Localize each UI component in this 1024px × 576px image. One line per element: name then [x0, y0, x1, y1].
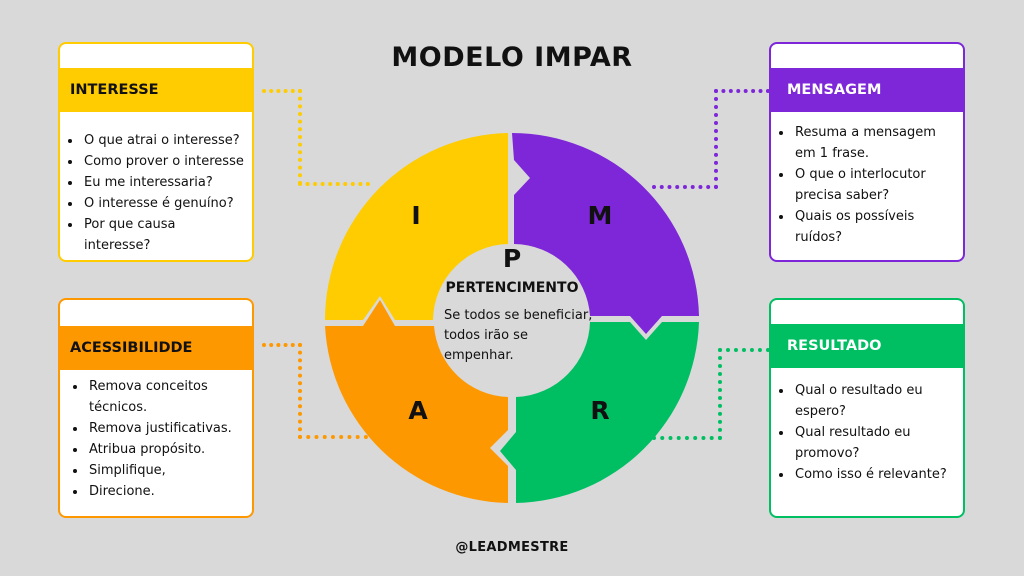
wheel-segment-acessibilidade	[325, 300, 508, 503]
card-mensagem-title: MENSAGEM	[771, 68, 963, 112]
list-item: Qual resultado eu promovo?	[793, 422, 955, 464]
connector-interesse-2	[298, 182, 370, 186]
letter-m: M	[587, 201, 613, 230]
center-title: PERTENCIMENTO	[445, 280, 579, 296]
card-mensagem: MENSAGEM Resuma a mensagem em 1 frase.O …	[769, 42, 965, 262]
card-resultado-list: Qual o resultado eu espero?Qual resultad…	[771, 380, 963, 485]
page-title: MODELO IMPAR	[391, 42, 633, 73]
card-acessibilidade-list: Remova conceitos técnicos.Remova justifi…	[60, 376, 252, 502]
card-interesse-list: O que atrai o interesse?Como prover o in…	[60, 130, 252, 256]
center-text: Se todos se beneficiar, todos irão se em…	[444, 308, 593, 363]
list-item: Quais os possíveis ruídos?	[793, 206, 955, 248]
wheel-center	[438, 246, 586, 394]
list-item: Qual o resultado eu espero?	[793, 380, 955, 422]
letter-i: I	[411, 201, 421, 230]
connector-acessibilidade	[262, 343, 302, 439]
card-interesse-title: INTERESSE	[60, 68, 252, 112]
list-item: Direcione.	[87, 481, 244, 502]
list-item: Atribua propósito.	[87, 439, 244, 460]
list-item: Remova conceitos técnicos.	[87, 376, 244, 418]
card-acessibilidade: ACESSIBILIDDE Remova conceitos técnicos.…	[58, 298, 254, 518]
connector-acessibilidade-2	[298, 435, 368, 439]
connector-resultado-2	[652, 436, 722, 440]
wheel-segment-resultado	[500, 322, 699, 503]
list-item: O interesse é genuíno?	[82, 193, 244, 214]
card-acessibilidade-title: ACESSIBILIDDE	[60, 326, 252, 370]
letter-a: A	[408, 396, 428, 425]
letter-r: R	[590, 396, 610, 425]
list-item: Como isso é relevante?	[793, 464, 955, 485]
list-item: Por que causa interesse?	[82, 214, 244, 256]
wheel-segment-interesse	[325, 133, 508, 320]
card-interesse: INTERESSE O que atrai o interesse?Como p…	[58, 42, 254, 262]
list-item: Remova justificativas.	[87, 418, 244, 439]
card-resultado-title: RESULTADO	[771, 324, 963, 368]
list-item: O que o interlocutor precisa saber?	[793, 164, 955, 206]
list-item: Como prover o interesse	[82, 151, 244, 172]
list-item: Simplifique,	[87, 460, 244, 481]
wheel-segment-mensagem	[512, 133, 699, 334]
list-item: O que atrai o interesse?	[82, 130, 244, 151]
card-mensagem-list: Resuma a mensagem em 1 frase.O que o int…	[771, 122, 963, 248]
list-item: Resuma a mensagem em 1 frase.	[793, 122, 955, 164]
connector-interesse	[262, 89, 302, 185]
letter-p: P	[502, 244, 522, 273]
footer-handle: @LEADMESTRE	[455, 540, 569, 555]
card-resultado: RESULTADO Qual o resultado eu espero?Qua…	[769, 298, 965, 518]
connector-mensagem-2	[652, 185, 718, 189]
connector-resultado	[718, 348, 770, 440]
connector-mensagem	[714, 89, 770, 189]
list-item: Eu me interessaria?	[82, 172, 244, 193]
